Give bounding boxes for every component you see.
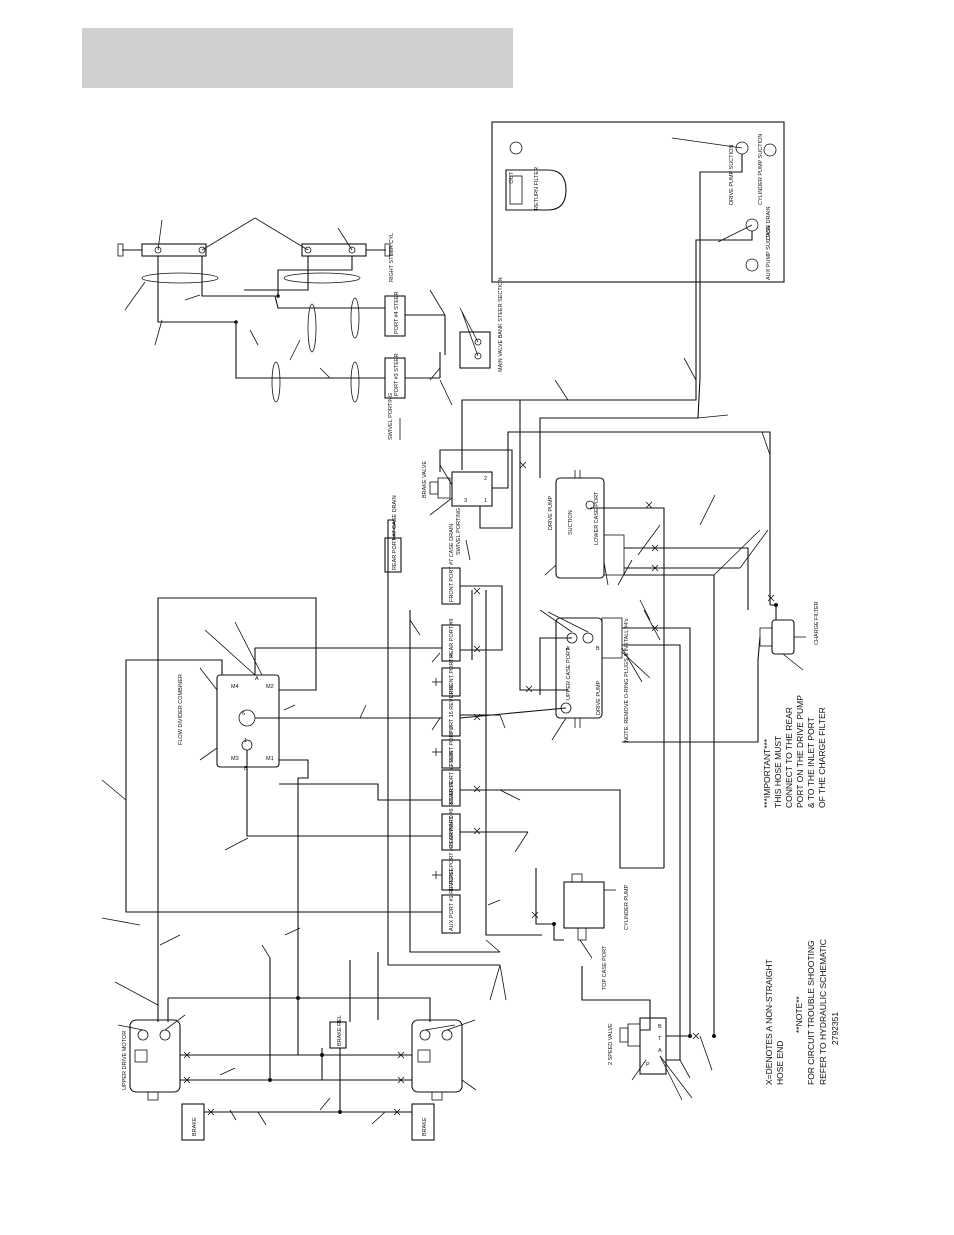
svg-text:1: 1	[484, 498, 487, 504]
svg-text:1: 1	[244, 738, 247, 744]
cylinder-pump-label: CYLINDER PUMP	[624, 884, 630, 930]
svg-text:A: A	[566, 646, 570, 652]
brake-valve-label: BRAKE VALVE	[422, 461, 428, 498]
upper-drive-motor-label: UPPER DRIVE MOTOR	[122, 1031, 128, 1090]
drive-pump-lower: A B UPPER CASE PORT DRIVE PUMP NOTE: REM…	[555, 617, 630, 742]
front-port-case-drain-label: FRONT PORT #7 CASE DRAIN	[449, 524, 455, 602]
svg-text:B: B	[658, 1024, 662, 1030]
hose-routing	[101, 154, 778, 1126]
front-port-a-label: FRONT PORT #	[449, 653, 455, 694]
svg-text:P: P	[646, 1062, 650, 1068]
steer-valve-section: PORT #4 STEER PORT #3 STEER MAIN VALVE B…	[384, 277, 504, 440]
svg-text:T: T	[658, 1036, 662, 1042]
svg-text:M4: M4	[231, 684, 239, 690]
front-port-b-label: FRONT PORT #	[449, 725, 455, 766]
two-speed-valve-label: 2 SPEED VALVE	[608, 1023, 614, 1065]
right-steer-cyl-label: RIGHT STEER CYL	[389, 233, 395, 282]
cylinder-pump-suction-label: CYLINDER PUMP SUCTION	[758, 134, 764, 205]
brake-valve: BRAKE VALVE 2 1 3	[422, 461, 493, 516]
port4-steer-box	[384, 295, 406, 337]
trouble-line-4: 2792351	[830, 1012, 840, 1045]
trouble-shooting-note: **NOTE** FOR CIRCUIT TROUBLE SHOOTING RE…	[794, 939, 840, 1085]
two-speed-valve: 2 SPEED VALVE B T A P	[608, 1017, 693, 1101]
brake-right-box	[411, 1103, 435, 1141]
steer-hoses	[157, 256, 446, 379]
trouble-line-1: **NOTE**	[794, 995, 804, 1033]
brake-rel-label: BRAKE REL	[337, 1015, 343, 1046]
svg-text:B: B	[596, 646, 600, 652]
svg-text:B: B	[244, 766, 248, 772]
drive-pump-lower-label: DRIVE PUMP	[596, 680, 602, 715]
rear-port-2-shift-label: REAR PORT #2 SHIFT	[449, 746, 455, 804]
charge-filter: CHARGE FILTER	[759, 601, 820, 671]
return-filter-label: RETURN FILTER	[534, 167, 540, 210]
drive-motors: UPPER DRIVE MOTOR BRAKE BRAKE BRAKE REL	[122, 1015, 463, 1141]
main-valve-bank-label: MAIN VALVE BANK STEER SECTION	[498, 277, 504, 372]
drive-pump-top-label: DRIVE PUMP	[548, 495, 554, 530]
brake-right-label: BRAKE	[422, 1117, 428, 1136]
svg-text:6: 6	[242, 711, 245, 717]
port3-steer-box	[384, 357, 406, 399]
rear-port-6-reverse-label: REAR PORT #6 REVERSE	[449, 780, 455, 848]
cylinder-pump-suction-port	[763, 143, 777, 157]
top-case-port-label: TOP CASE PORT	[602, 945, 608, 990]
lower-case-port-label: LOWER CASE PORT	[594, 491, 600, 545]
main-valve-bank-box	[459, 331, 491, 369]
swivel-porting-mid-label: SWIVEL PORTING	[456, 508, 462, 555]
svg-text:A: A	[658, 1048, 662, 1054]
important-line-4: PORT ON THE DRIVE PUMP	[795, 695, 805, 808]
drive-pump-top: DRIVE PUMP SUCTION LOWER CASE PORT	[548, 470, 625, 579]
notes: ***IMPORTANT*** THIS HOSE MUST CONNECT T…	[762, 695, 840, 1085]
trouble-line-2: FOR CIRCUIT TROUBLE SHOOTING	[806, 940, 816, 1085]
brake-left-box	[181, 1103, 205, 1141]
brake-left-label: BRAKE	[192, 1117, 198, 1136]
aux-pump-suction-label: AUX PUMP SUCTION	[766, 225, 772, 280]
important-line-5: & TO THE INLET PORT	[806, 717, 816, 808]
case-drain-label: CASE DRAIN	[766, 206, 772, 240]
return-filter	[505, 169, 567, 211]
port3-steer-label: PORT #3 STEER	[394, 353, 400, 396]
flow-divider-label: FLOW DIVIDER COMBINER	[178, 674, 184, 745]
note-o-ring-label: NOTE: REMOVE O-RING PLUGS & INSTALL #4's	[624, 618, 630, 742]
hydraulic-tank: OUT RETURN FILTER DRIVE PUMP SUCTION CYL…	[491, 121, 785, 283]
important-line-3: CONNECT TO THE REAR	[784, 707, 794, 808]
cylinder-pump: CYLINDER PUMP TOP CASE PORT	[563, 873, 630, 990]
front-port-2-forward-label: FRONT PORT #2 FORWARD	[449, 815, 455, 888]
port4-steer-label: PORT #4 STEER	[394, 291, 400, 334]
brake-rel-box	[329, 1021, 347, 1049]
upper-case-port-label: UPPER CASE PORT	[566, 647, 572, 700]
svg-text:3: 3	[464, 498, 467, 504]
swivel-porting-top-label: SWIVEL PORTING	[388, 393, 394, 440]
trouble-line-3: REFER TO HYDRAULIC SCHEMATIC	[818, 939, 828, 1085]
steer-cylinders: RIGHT STEER CYL	[117, 217, 395, 403]
rear-port-case-drain-label: REAR PORT #7 CASE DRAIN	[392, 495, 398, 570]
x-legend-note: X=DENOTES A NON-STRAIGHT HOSE END	[764, 959, 785, 1085]
header-bar	[82, 28, 513, 88]
charge-filter-label: CHARGE FILTER	[814, 601, 820, 645]
important-line-2: THIS HOSE MUST	[773, 736, 783, 808]
out-label: OUT	[509, 171, 515, 183]
svg-text:A: A	[255, 676, 259, 682]
suction-label: SUCTION	[568, 510, 574, 535]
x-legend-line-2: HOSE END	[775, 1041, 785, 1085]
port-15-reverse-label: PORT 15 REVERSE	[449, 683, 455, 734]
svg-text:M1: M1	[266, 756, 274, 762]
x-legend-line-1: X=DENOTES A NON-STRAIGHT	[764, 959, 774, 1085]
flow-divider: FLOW DIVIDER COMBINER M4 M2 M3 M1 6 1 B …	[178, 621, 280, 772]
important-note: ***IMPORTANT*** THIS HOSE MUST CONNECT T…	[762, 695, 827, 808]
svg-text:M2: M2	[266, 684, 274, 690]
drive-pump-suction-label: DRIVE PUMP SUCTION	[729, 145, 735, 205]
svg-text:M3: M3	[231, 756, 239, 762]
svg-text:2: 2	[484, 476, 487, 482]
important-line-1: ***IMPORTANT***	[762, 738, 772, 808]
rear-port-9-label: REAR PORT #9	[449, 618, 455, 658]
swivel-ports: REAR PORT #7 CASE DRAIN SWIVEL PORTING F…	[384, 495, 462, 934]
important-line-6: OF THE CHARGE FILTER	[817, 707, 827, 808]
aux-port-reverse-label: AUX PORT #1 REVERSE	[449, 867, 455, 931]
out-port	[509, 141, 523, 155]
aux-pump-suction-port	[745, 258, 759, 272]
